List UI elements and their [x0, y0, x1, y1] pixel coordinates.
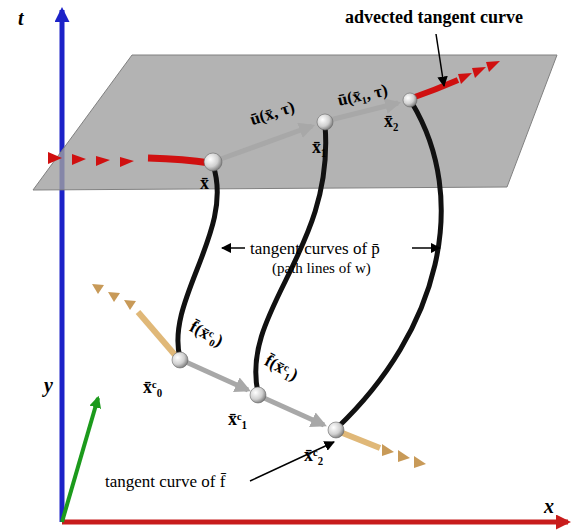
field-arrow [186, 362, 248, 390]
point-label: x̄ᶜ₀ [143, 378, 162, 396]
axis-label: x [544, 496, 554, 516]
curve-label: tangent curve of f̄ [105, 473, 225, 490]
x-axis [62, 520, 568, 525]
leader-arrow [222, 247, 245, 249]
callout-text: advected tangent curve [345, 8, 523, 26]
velocity-arrow [218, 126, 312, 160]
field-label: f̄(x̄ᶜ₀) [187, 318, 226, 349]
path-lines [178, 103, 441, 428]
sample-points [172, 93, 417, 438]
tangent-curve [92, 284, 426, 468]
curve-label: (path lines of w) [272, 261, 371, 276]
point-label: x̄₂ [384, 112, 398, 130]
leader-arrow [250, 442, 334, 481]
time-plane [33, 55, 557, 190]
t-axis [60, 10, 65, 522]
y-axis [62, 398, 98, 522]
axis-label: y [44, 375, 53, 395]
point-label: x̄₁ [312, 138, 326, 156]
field-label: f̄(x̄ᶜ₁) [262, 352, 301, 383]
axis-label: t [18, 8, 24, 28]
field-arrow [264, 398, 324, 425]
curve-label: tangent curves of p̄ [250, 240, 380, 257]
point-label: x̄ᶜ₂ [304, 446, 323, 464]
leader-arrow [436, 34, 444, 86]
point-label: x̄ [200, 174, 209, 192]
point-label: x̄ᶜ₁ [228, 410, 247, 428]
leader-arrow [412, 247, 440, 249]
